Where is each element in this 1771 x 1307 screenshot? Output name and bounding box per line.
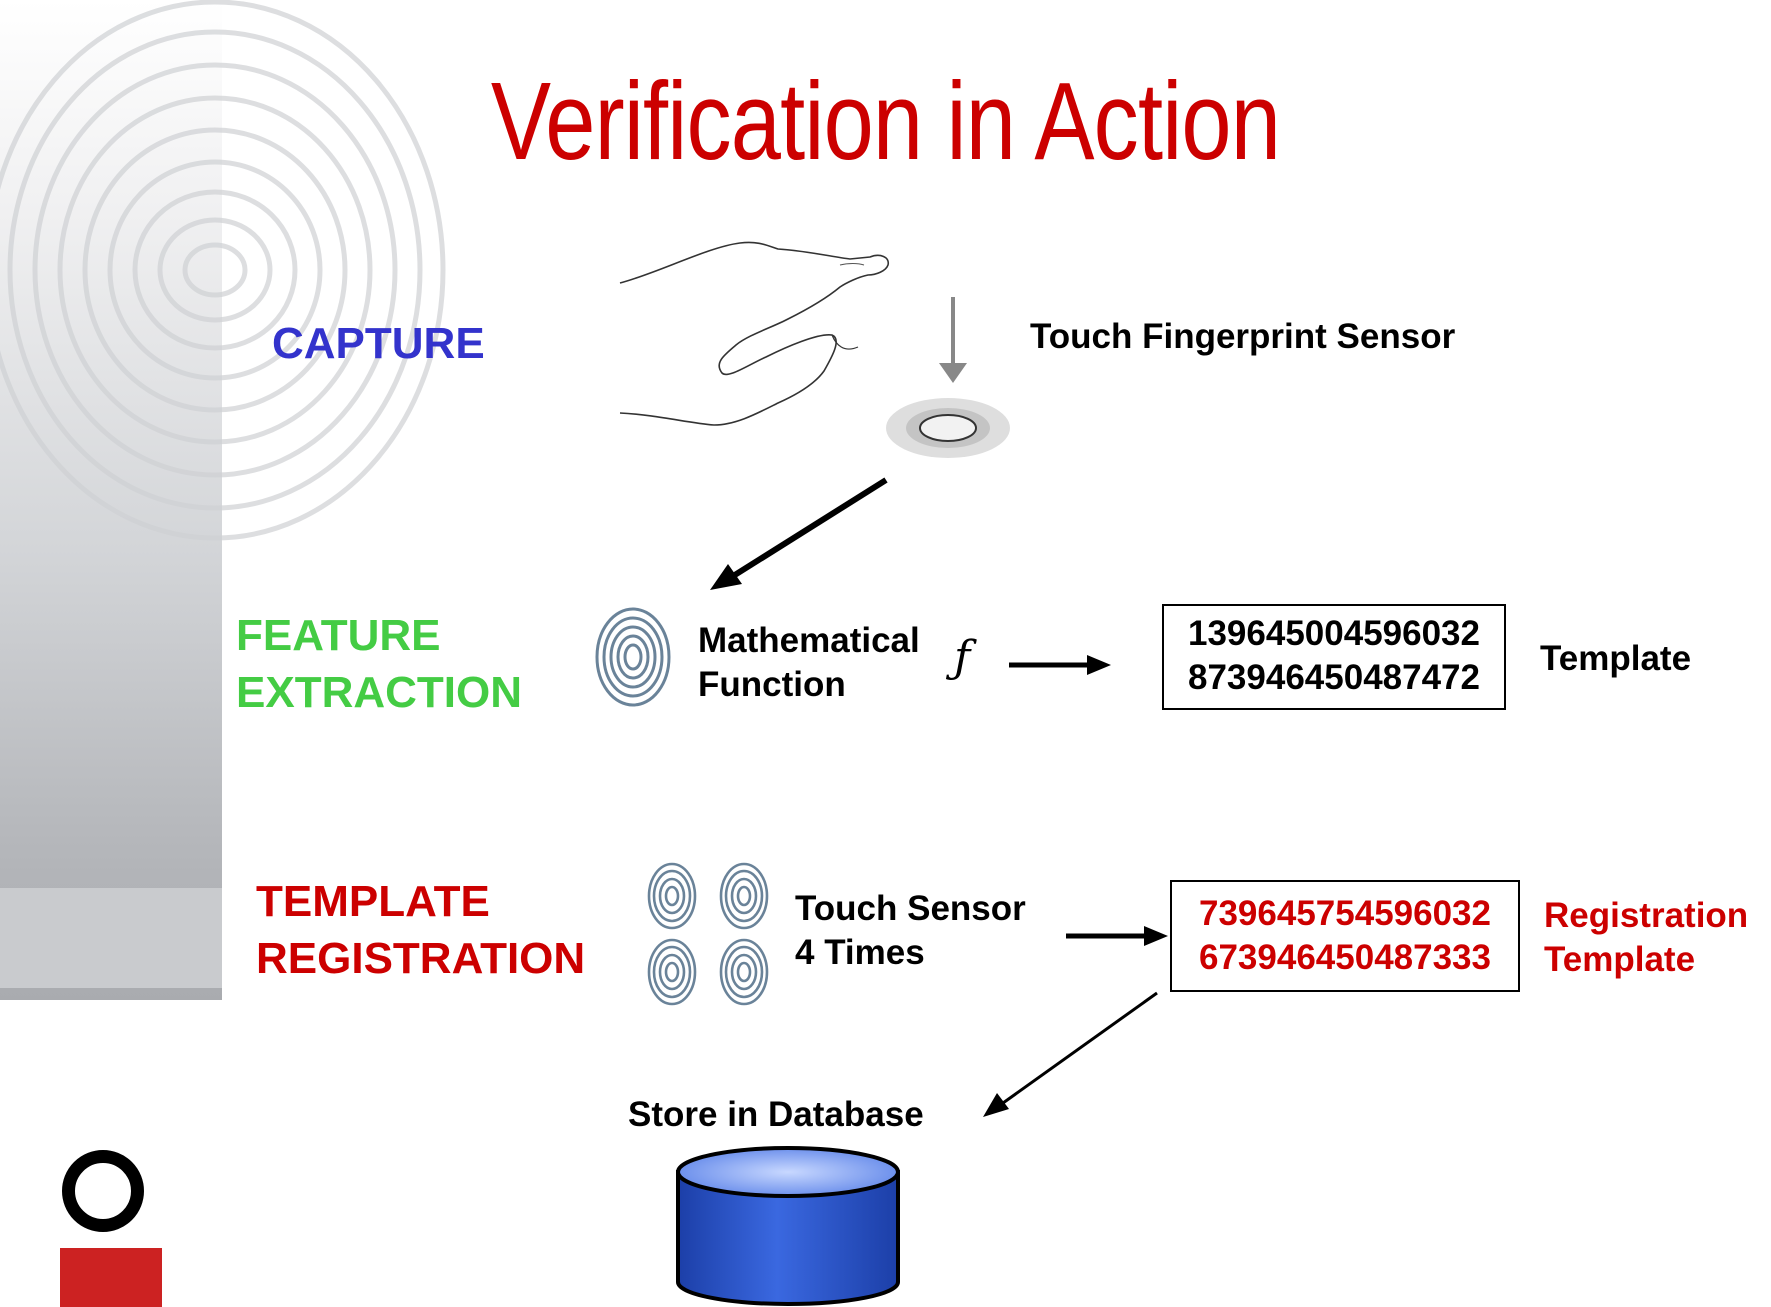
- touch-sensor-line2: 4 Times: [795, 933, 925, 972]
- arrow-to-extraction: [710, 477, 888, 590]
- registration-caption-line1: Registration: [1544, 896, 1749, 935]
- arrow-to-database: [983, 991, 1158, 1117]
- registration-template-box: 739645754596032 673946450487333: [1170, 880, 1520, 992]
- capture-caption: Touch Fingerprint Sensor: [1030, 317, 1456, 356]
- function-symbol: ƒ: [954, 632, 971, 683]
- registration-caption-line2: Template: [1544, 940, 1696, 979]
- fingerprint-4: [719, 938, 769, 1006]
- hand-outline: [619, 241, 890, 426]
- template-caption: Template: [1540, 639, 1692, 678]
- fingerprint-icon: [595, 607, 671, 707]
- four-fingerprints-icon: [647, 862, 769, 1006]
- function-label-line1: Mathematical: [698, 621, 920, 660]
- database-caption: Store in Database: [628, 1095, 924, 1134]
- logo-ring-icon: [62, 1150, 144, 1232]
- extraction-label-line1: FEATURE: [236, 611, 441, 660]
- fingerprint-3: [647, 938, 697, 1006]
- fingerprint-1: [647, 862, 697, 930]
- registration-template-line2: 673946450487333: [1199, 938, 1491, 977]
- registration-template-line1: 739645754596032: [1199, 894, 1491, 933]
- arrow-to-template: [1009, 655, 1111, 675]
- template-value-line1: 139645004596032: [1188, 614, 1480, 653]
- function-label-line2: Function: [698, 665, 846, 704]
- page-title: Verification in Action: [490, 60, 1281, 183]
- template-box: 139645004596032 873946450487472: [1162, 604, 1506, 710]
- sidebar-stripe: [0, 888, 222, 988]
- registration-label-line1: TEMPLATE: [256, 877, 490, 926]
- fingerprint-2: [719, 862, 769, 930]
- extraction-label-line2: EXTRACTION: [236, 668, 522, 717]
- background-fingerprint-watermark: [0, 0, 446, 541]
- registration-label-line2: REGISTRATION: [256, 934, 586, 983]
- touch-sensor-line1: Touch Sensor: [795, 889, 1026, 928]
- capture-label: CAPTURE: [272, 319, 485, 368]
- logo-red-square: [60, 1248, 162, 1307]
- template-value-line2: 873946450487472: [1188, 658, 1480, 697]
- arrow-to-registration-template: [1066, 926, 1168, 946]
- fingerprint-sensor-icon: [919, 414, 977, 442]
- finger-touch-illustration: [619, 241, 1010, 458]
- database-icon: [676, 1146, 900, 1306]
